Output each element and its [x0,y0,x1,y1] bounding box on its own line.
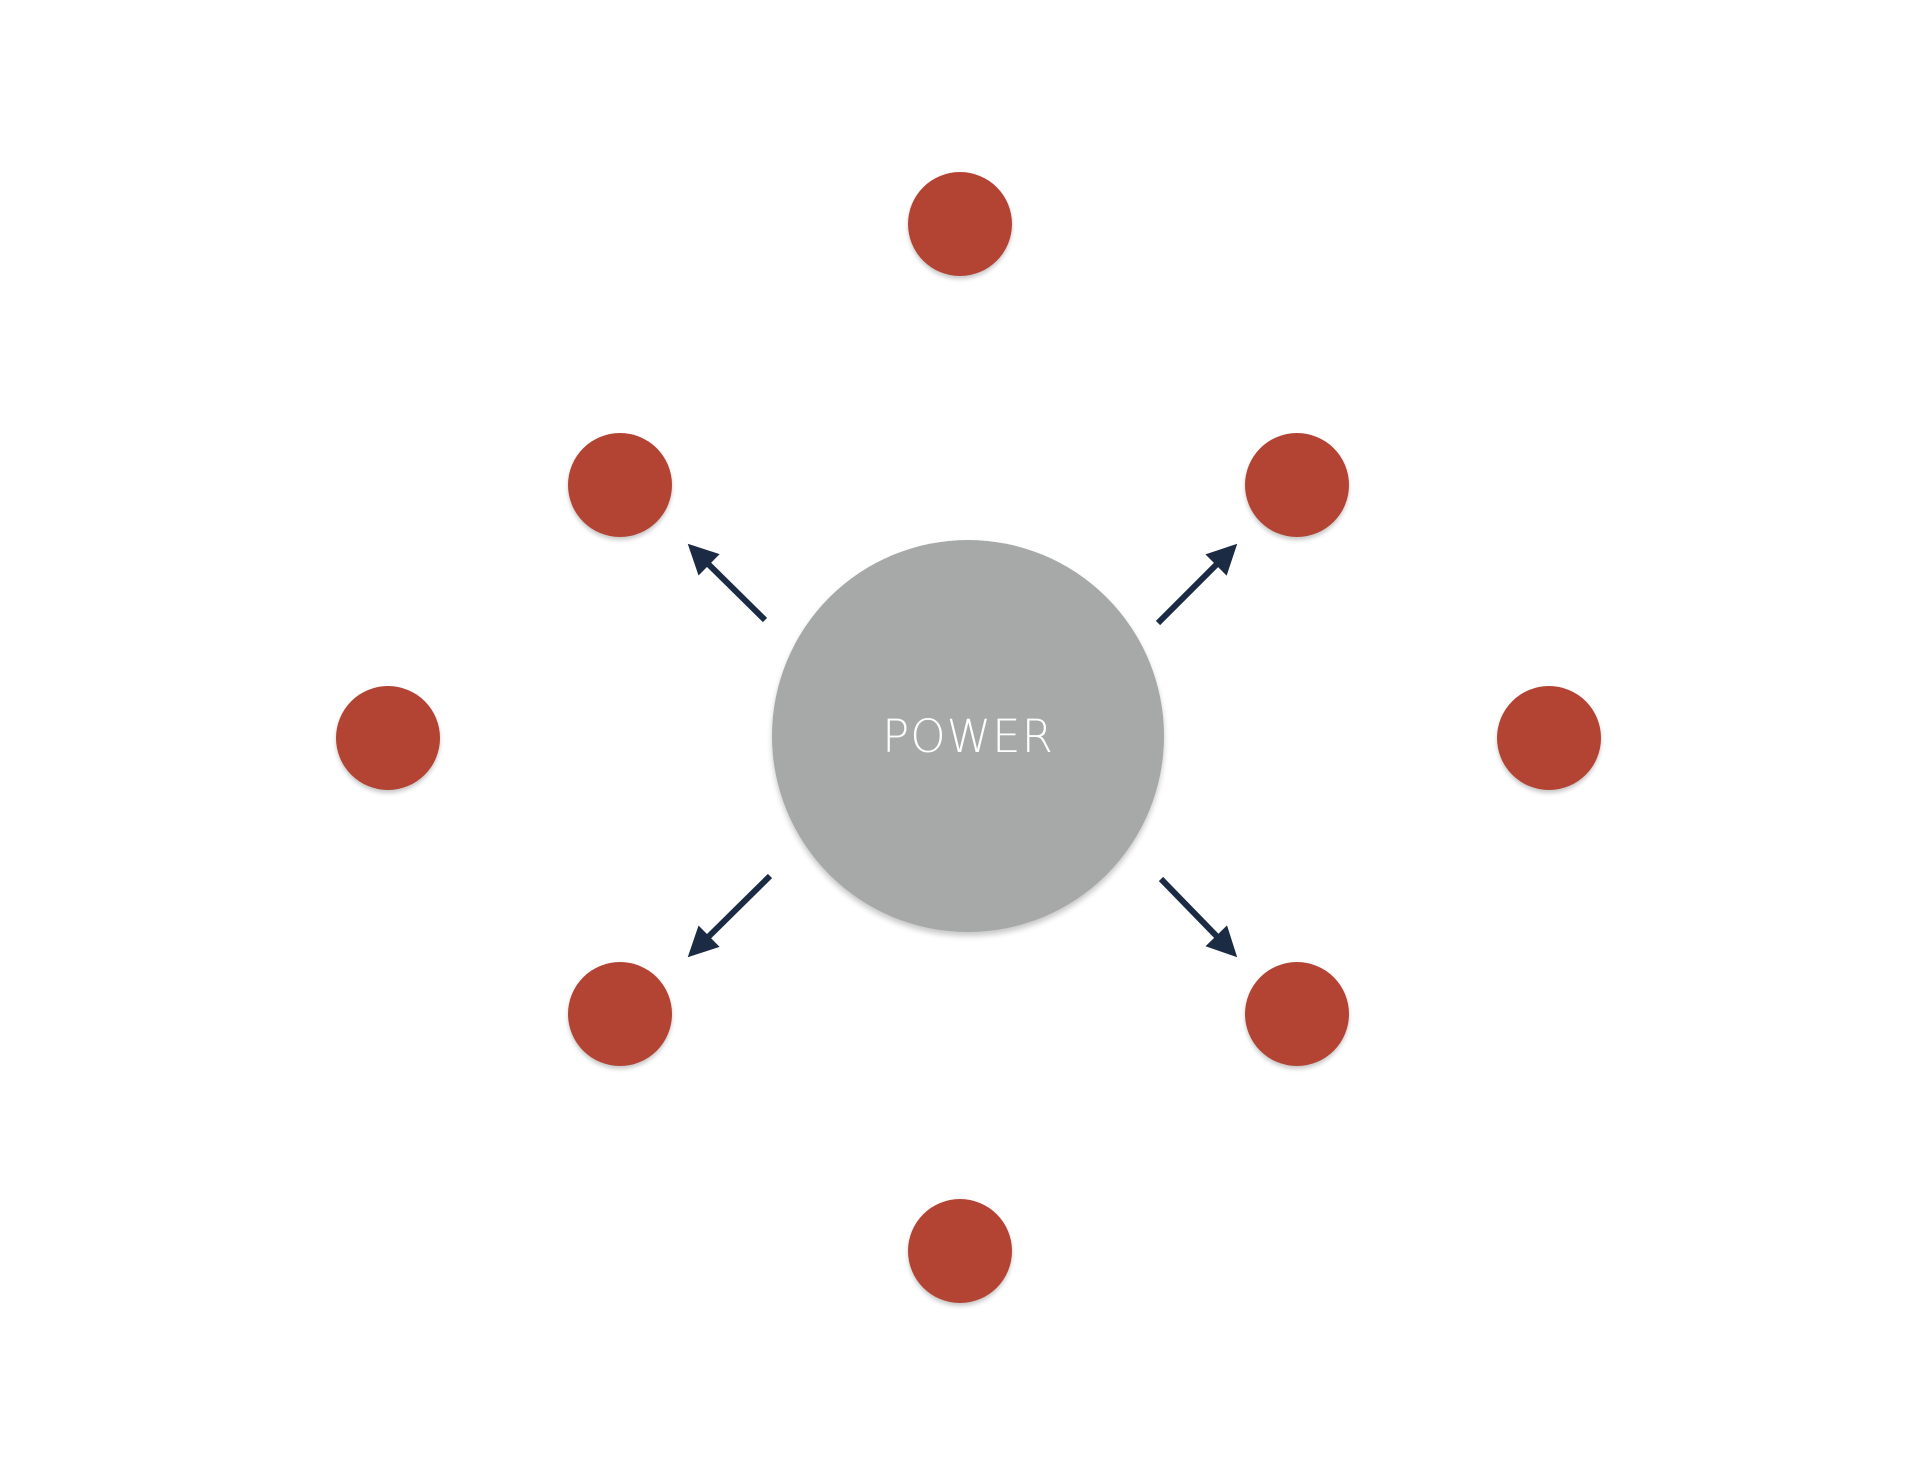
node-lower-left [568,962,672,1066]
arrow-lower-right [1158,876,1238,958]
node-upper-right [1245,433,1349,537]
center-label: POWER [882,709,1054,763]
arrow-upper-right [1155,543,1238,626]
arrow-upper-left [687,543,768,623]
node-bottom [908,1199,1012,1303]
node-lower-right [1245,962,1349,1066]
node-top [908,172,1012,276]
node-right [1497,686,1601,790]
node-left [336,686,440,790]
node-upper-left [568,433,672,537]
power-center-circle: POWER [772,540,1164,932]
arrow-lower-left [687,873,773,958]
